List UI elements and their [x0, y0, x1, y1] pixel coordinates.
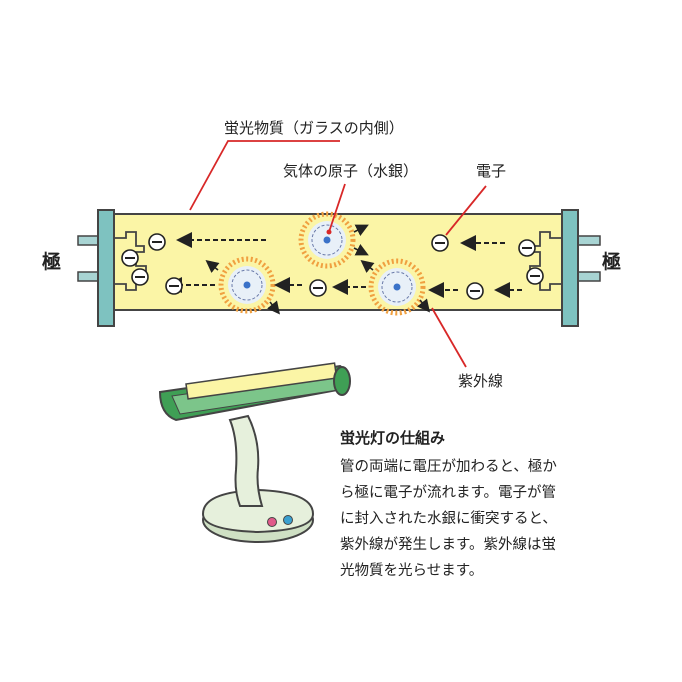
- left-pole-label: 極: [42, 250, 61, 273]
- lamp-switch-pink: [267, 517, 277, 527]
- right-end-cap: [561, 209, 579, 327]
- phosphor-label: 蛍光物質（ガラスの内側）: [224, 119, 404, 137]
- lamp-neck: [228, 414, 264, 507]
- desk-lamp-illustration: [158, 362, 351, 543]
- gas-atom-label: 気体の原子（水銀）: [283, 162, 418, 180]
- gas-atom-leader: [328, 183, 346, 233]
- description-panel: 蛍光灯の仕組み 管の両端に電圧が加わると、極か ら極に電子が流れます。電子が管 …: [340, 427, 660, 584]
- electron-label: 電子: [476, 162, 506, 180]
- electrons: [121, 233, 544, 300]
- left-pin-top: [77, 235, 101, 246]
- mercury-atom: [298, 211, 356, 269]
- lamp-head-end: [333, 366, 351, 396]
- right-pin-top: [577, 235, 601, 246]
- right-electrode: [529, 231, 562, 291]
- leader-lines: [189, 140, 487, 368]
- electron-leader: [445, 185, 487, 236]
- electron-particle: [431, 234, 449, 252]
- phosphor-leader: [189, 140, 340, 211]
- gas-atom-leader-dot: [326, 229, 332, 235]
- ultraviolet-leader: [431, 307, 467, 368]
- right-pin-bottom: [577, 271, 601, 282]
- electron-particle: [309, 279, 327, 297]
- electron-particle: [131, 268, 149, 286]
- electron-particle: [526, 267, 544, 285]
- mercury-atom: [368, 258, 426, 316]
- description-body: 管の両端に電圧が加わると、極か ら極に電子が流れます。電子が管 に封入された水銀…: [340, 459, 557, 579]
- electron-particle: [121, 249, 139, 267]
- electron-particle: [466, 282, 484, 300]
- electron-particle: [148, 233, 166, 251]
- electron-flow-arrows: [166, 232, 522, 298]
- mercury-atom: [218, 256, 276, 314]
- electron-particle: [518, 239, 536, 257]
- left-pin-bottom: [77, 271, 101, 282]
- right-pole-label: 極: [602, 250, 621, 273]
- left-end-cap: [97, 209, 115, 327]
- fluorescent-tube: [77, 209, 601, 327]
- scatter-arrows: [205, 224, 430, 315]
- ultraviolet-label: 紫外線: [458, 372, 503, 390]
- electron-particle: [165, 277, 183, 295]
- description-title: 蛍光灯の仕組み: [340, 429, 446, 447]
- lamp-switch-blue: [283, 515, 293, 525]
